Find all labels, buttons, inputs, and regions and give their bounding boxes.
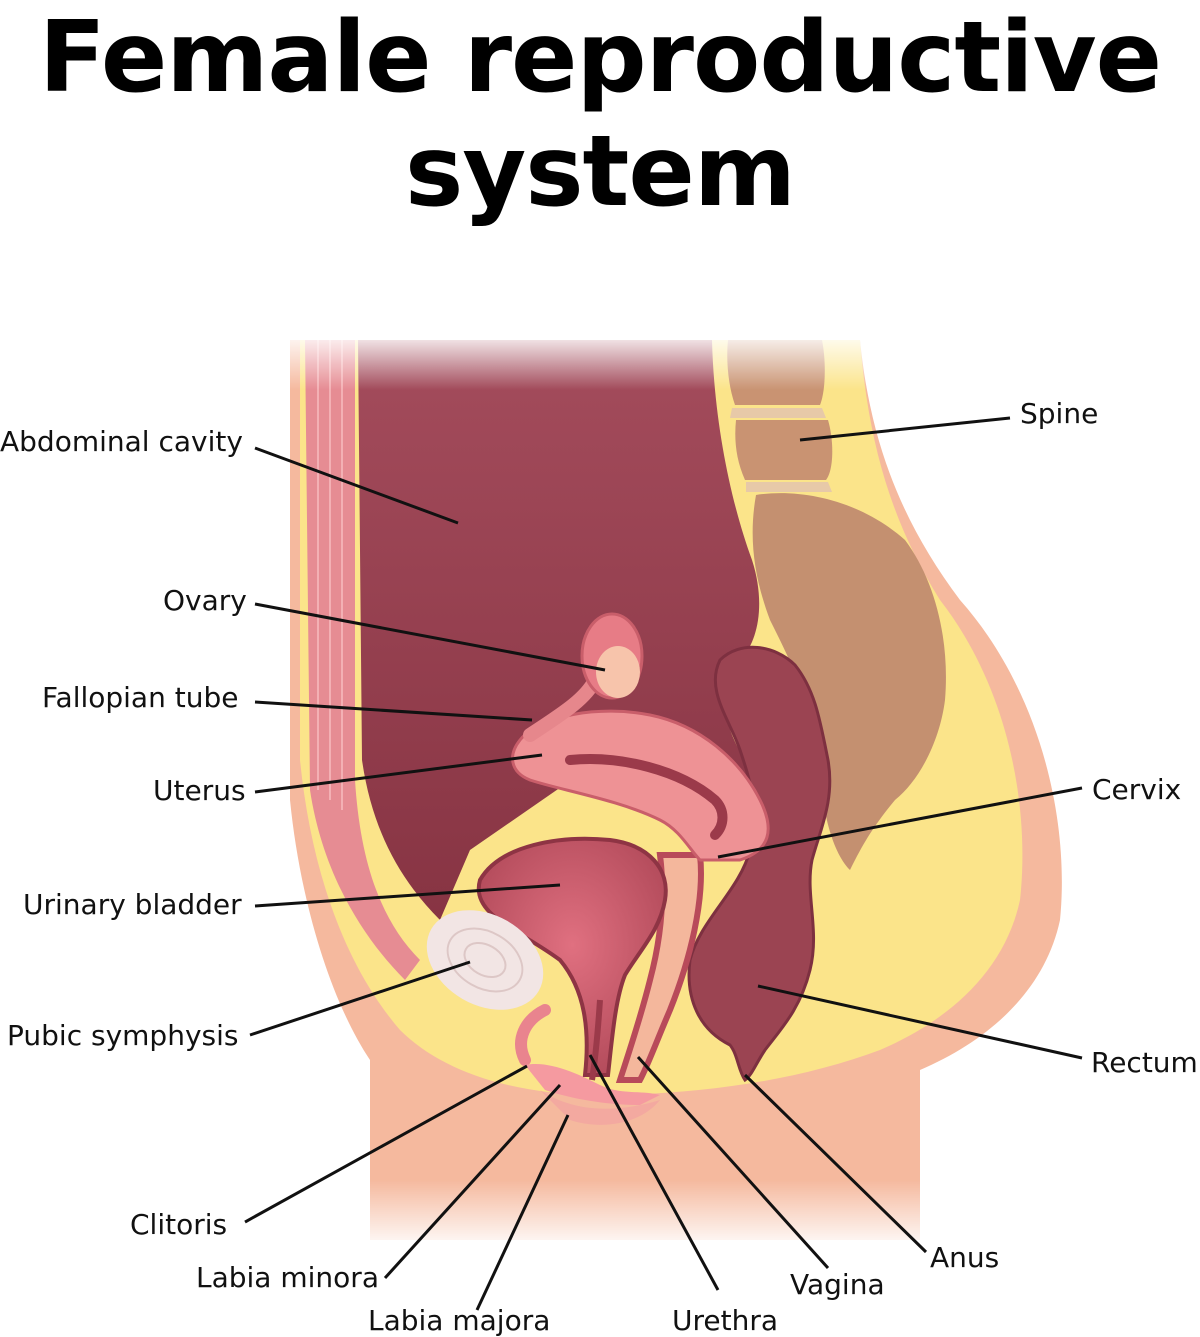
abdominal-muscle [305, 340, 420, 980]
leader-rectum [757, 984, 1083, 1060]
leader-labia-minora [383, 1083, 562, 1280]
label-urinary-bladder: Urinary bladder [23, 888, 242, 921]
abdominal-cavity [358, 340, 760, 920]
leader-anus [743, 1073, 928, 1254]
uterus [511, 709, 770, 862]
fade-top [280, 330, 880, 390]
leader-uterus [254, 753, 543, 794]
label-spine: Spine [1020, 397, 1098, 430]
labia-minora [525, 1064, 660, 1105]
muscle-lines [317, 340, 343, 810]
label-ovary: Ovary [163, 584, 247, 617]
leader-clitoris [244, 1064, 528, 1224]
label-rectum: Rectum [1091, 1046, 1198, 1079]
leader-labia-majora [475, 1114, 570, 1311]
pubic-ring-1 [446, 927, 524, 993]
label-anus: Anus [930, 1241, 999, 1274]
leader-cervix [717, 786, 1083, 859]
leader-spine [799, 416, 1011, 442]
ovary-inner [596, 646, 640, 698]
label-labia-majora: Labia majora [368, 1304, 550, 1337]
uterine-cavity [565, 754, 728, 840]
page-title-line2: system [405, 115, 796, 229]
leader-urinary-bladder [254, 883, 561, 908]
label-urethra: Urethra [672, 1304, 778, 1337]
leader-fallopian-tube [254, 700, 533, 722]
label-abdominal-cavity: Abdominal cavity [0, 425, 243, 458]
leader-ovary [254, 602, 606, 672]
urethra [589, 999, 603, 1081]
leader-urethra [588, 1054, 720, 1291]
urinary-bladder [476, 836, 668, 1077]
leader-vagina [636, 1055, 830, 1270]
label-pubic-symphysis: Pubic symphysis [7, 1019, 238, 1052]
pubic-ring-2 [463, 941, 507, 979]
leader-abdominal-cavity [254, 446, 459, 525]
label-fallopian-tube: Fallopian tube [42, 681, 238, 714]
fade-bottom [360, 1180, 930, 1250]
vagina [615, 852, 704, 1083]
label-cervix: Cervix [1092, 773, 1181, 806]
label-clitoris: Clitoris [130, 1208, 227, 1241]
label-vagina: Vagina [790, 1268, 885, 1301]
page-title-line1: Female reproductive [38, 1, 1162, 115]
leader-lines [244, 416, 1083, 1311]
label-uterus: Uterus [153, 774, 246, 807]
pubic-symphysis [426, 910, 544, 1010]
label-labia-minora: Labia minora [196, 1261, 379, 1294]
labia-majora [540, 1090, 660, 1125]
clitoris [515, 1004, 551, 1066]
leader-pubic-symphysis [249, 960, 471, 1037]
